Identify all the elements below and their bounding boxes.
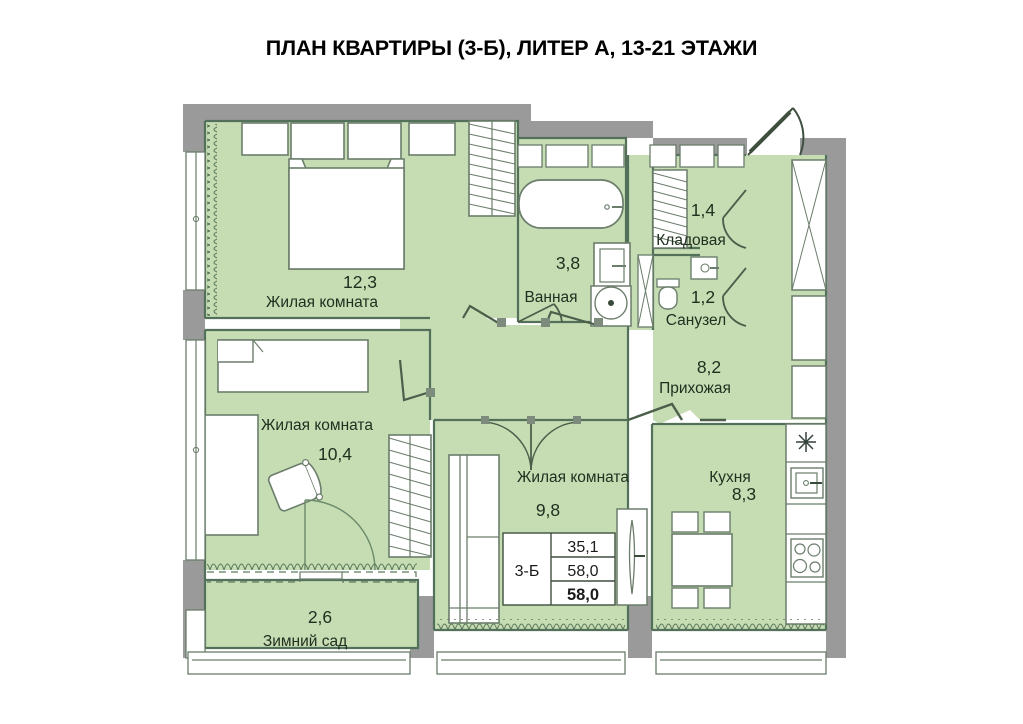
single-bed-icon	[217, 339, 369, 393]
bathroom-area: 3,8	[556, 253, 580, 273]
entry-door-icon	[747, 107, 805, 156]
kitchen-hood-icon	[796, 432, 816, 452]
storage-label: Кладовая	[656, 232, 725, 249]
kitchen-label: Кухня	[709, 469, 750, 486]
plan-geometry: 12,3 Жилая комната Жилая комната 10,4 Жи…	[183, 104, 846, 675]
kitchen-stove-icon	[790, 538, 824, 578]
living-area-value: 35,1	[567, 539, 598, 556]
dining-table-icon	[671, 533, 733, 587]
dining-chairs-icon	[671, 511, 731, 609]
bathroom-door-icon	[517, 303, 563, 323]
hallway-label: Прихожая	[659, 380, 731, 397]
living-room-label: Жилая комната	[517, 469, 629, 486]
entry-closet-icon	[791, 159, 827, 291]
small-sink-icon	[690, 256, 719, 280]
bedroom-1-furniture	[241, 120, 516, 270]
bathtub-icon	[518, 179, 624, 229]
bathroom-label: Ванная	[524, 289, 577, 306]
area-table-text: 3-Б 35,1 58,0 58,0	[515, 539, 599, 604]
window-bottom-garden	[187, 651, 411, 675]
washing-machine-icon	[593, 242, 631, 290]
kitchen-sink-icon	[790, 467, 824, 499]
bedroom-2-label: Жилая комната	[261, 417, 373, 434]
winter-garden-area: 2,6	[308, 607, 332, 627]
hallway-fixtures	[627, 107, 827, 422]
living-room-fixtures	[448, 416, 648, 624]
bathroom-fixtures	[517, 144, 745, 327]
kitchen-fixtures	[671, 423, 827, 625]
winter-garden-label: Зимний сад	[263, 633, 347, 650]
apartment-type: 3-Б	[515, 563, 540, 580]
kitchen-area: 8,3	[732, 484, 756, 504]
bedroom-1-label: Жилая комната	[266, 294, 378, 311]
window-left-lower	[185, 339, 206, 561]
storage-area: 1,4	[691, 200, 716, 220]
page-title: ПЛАН КВАРТИРЫ (3-Б), ЛИТЕР А, 13-21 ЭТАЖ…	[265, 36, 758, 60]
toilet-area: 1,2	[691, 287, 715, 307]
window-left-upper	[185, 151, 206, 291]
nightstand-left-icon	[241, 122, 289, 156]
total-area-value: 58,0	[567, 563, 598, 580]
sofa-icon	[448, 454, 500, 624]
nightstand-right-icon	[408, 122, 456, 156]
radiator-kitchen	[656, 619, 824, 629]
radiator-bedroom1	[207, 124, 217, 316]
window-bottom-kitchen	[655, 651, 827, 675]
desk-icon	[204, 414, 259, 536]
shelving-storage-icon	[652, 169, 688, 249]
wardrobe-bedroom2-icon	[388, 434, 432, 558]
tall-cabinet-icon	[616, 508, 648, 606]
room-labels: 12,3 Жилая комната Жилая комната 10,4 Жи…	[261, 200, 756, 650]
area-table	[502, 532, 616, 606]
storage-door-icon	[722, 189, 747, 249]
summary-area-value: 58,0	[567, 586, 599, 604]
bedroom-2-area: 10,4	[318, 444, 352, 464]
window-bottom-living	[436, 651, 626, 675]
windows-and-radiators	[185, 124, 827, 675]
storage-toilet-fixtures	[637, 169, 747, 328]
balcony-door-icon	[304, 499, 376, 571]
bedroom-2-furniture	[204, 339, 432, 571]
living-room-doors-icon	[483, 420, 579, 471]
bedroom-1-area: 12,3	[343, 272, 377, 292]
armchair-icon	[267, 459, 324, 512]
toilet-label: Санузел	[666, 312, 726, 329]
window-left-garden	[185, 609, 206, 659]
wardrobe-bedroom1-icon	[468, 120, 516, 217]
radiator-living	[437, 619, 625, 629]
toilet-bowl-icon	[656, 278, 680, 310]
living-room-area: 9,8	[536, 500, 560, 520]
hallway-area: 8,2	[697, 357, 721, 377]
radiator-bedroom2	[207, 560, 417, 570]
toilet-door-icon	[722, 267, 747, 327]
ventilation-shaft-icon	[637, 254, 654, 328]
